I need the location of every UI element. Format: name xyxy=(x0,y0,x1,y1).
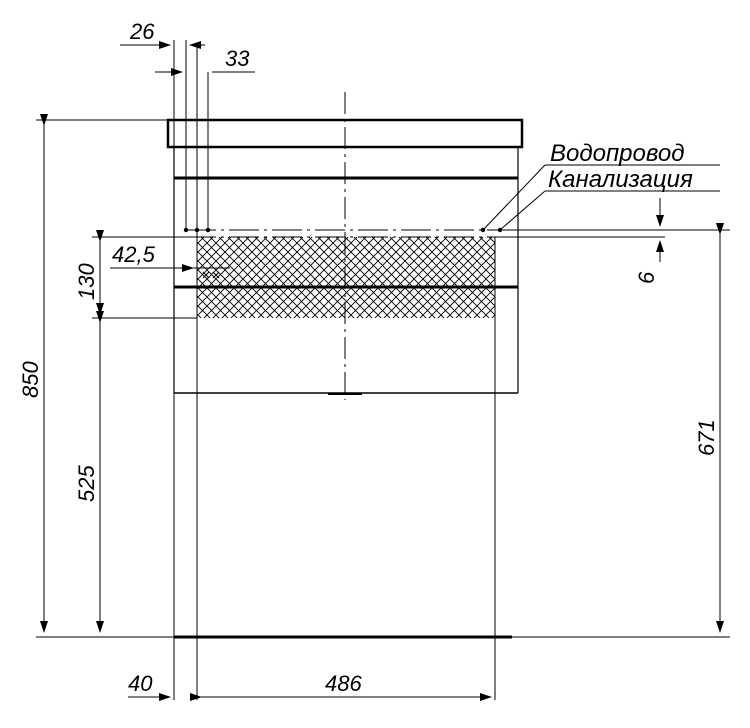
dim-671-label: 671 xyxy=(694,419,719,456)
dim-26-label: 26 xyxy=(129,19,155,44)
dim-6-label: 6 xyxy=(634,271,659,284)
dimension-lines xyxy=(40,41,724,701)
dim-33-label: 33 xyxy=(225,46,250,71)
dim-130-label: 130 xyxy=(74,263,99,300)
hatched-zone-upper xyxy=(197,237,495,286)
label-sewer: Канализация xyxy=(548,166,693,193)
pipe-axis xyxy=(186,229,720,238)
dim-486-label: 486 xyxy=(325,671,362,696)
dim-40-label: 40 xyxy=(128,671,153,696)
dim-42-5-label: 42,5 xyxy=(112,242,156,267)
extension-lines xyxy=(36,40,730,700)
dim-525-label: 525 xyxy=(74,465,99,502)
dim-850-label: 850 xyxy=(18,361,43,398)
hatched-zone-lower xyxy=(197,288,495,318)
offset-marks xyxy=(202,271,220,279)
label-water-supply: Водопровод xyxy=(550,140,684,167)
